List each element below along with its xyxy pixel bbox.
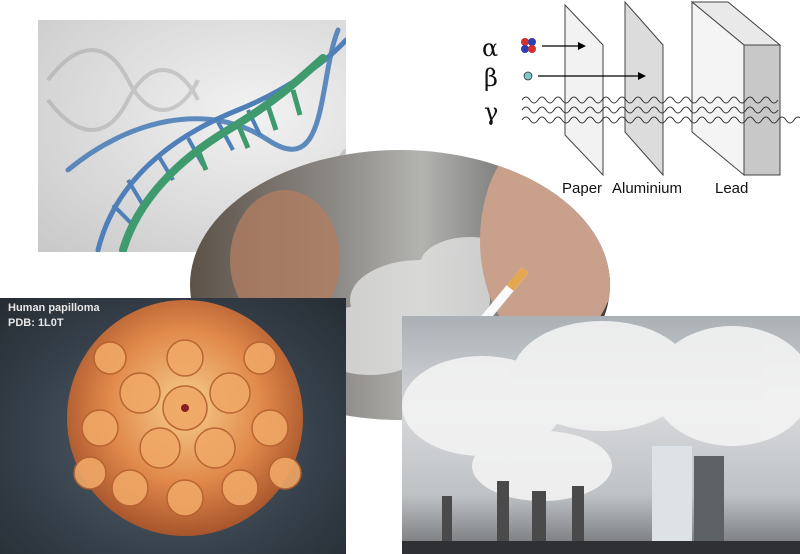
beta-label: β	[484, 64, 498, 92]
factory-panel	[402, 316, 800, 554]
factory-icon	[402, 321, 800, 554]
gamma-label: γ	[484, 98, 499, 126]
virus-icon	[67, 300, 303, 536]
virus-pdb-id: PDB: 1L0T	[8, 317, 64, 329]
lead-label: Lead	[715, 180, 749, 197]
radiation-diagram: α β γ Paper Aluminium Lead	[470, 0, 800, 205]
alpha-label: α	[482, 34, 499, 62]
radiation-diagram-icon	[521, 0, 800, 177]
virus-title: Human papilloma	[8, 302, 100, 314]
paper-label: Paper	[562, 180, 603, 197]
aluminium-label: Aluminium	[612, 180, 683, 197]
virus-panel: Human papilloma PDB: 1L0T	[0, 298, 346, 554]
